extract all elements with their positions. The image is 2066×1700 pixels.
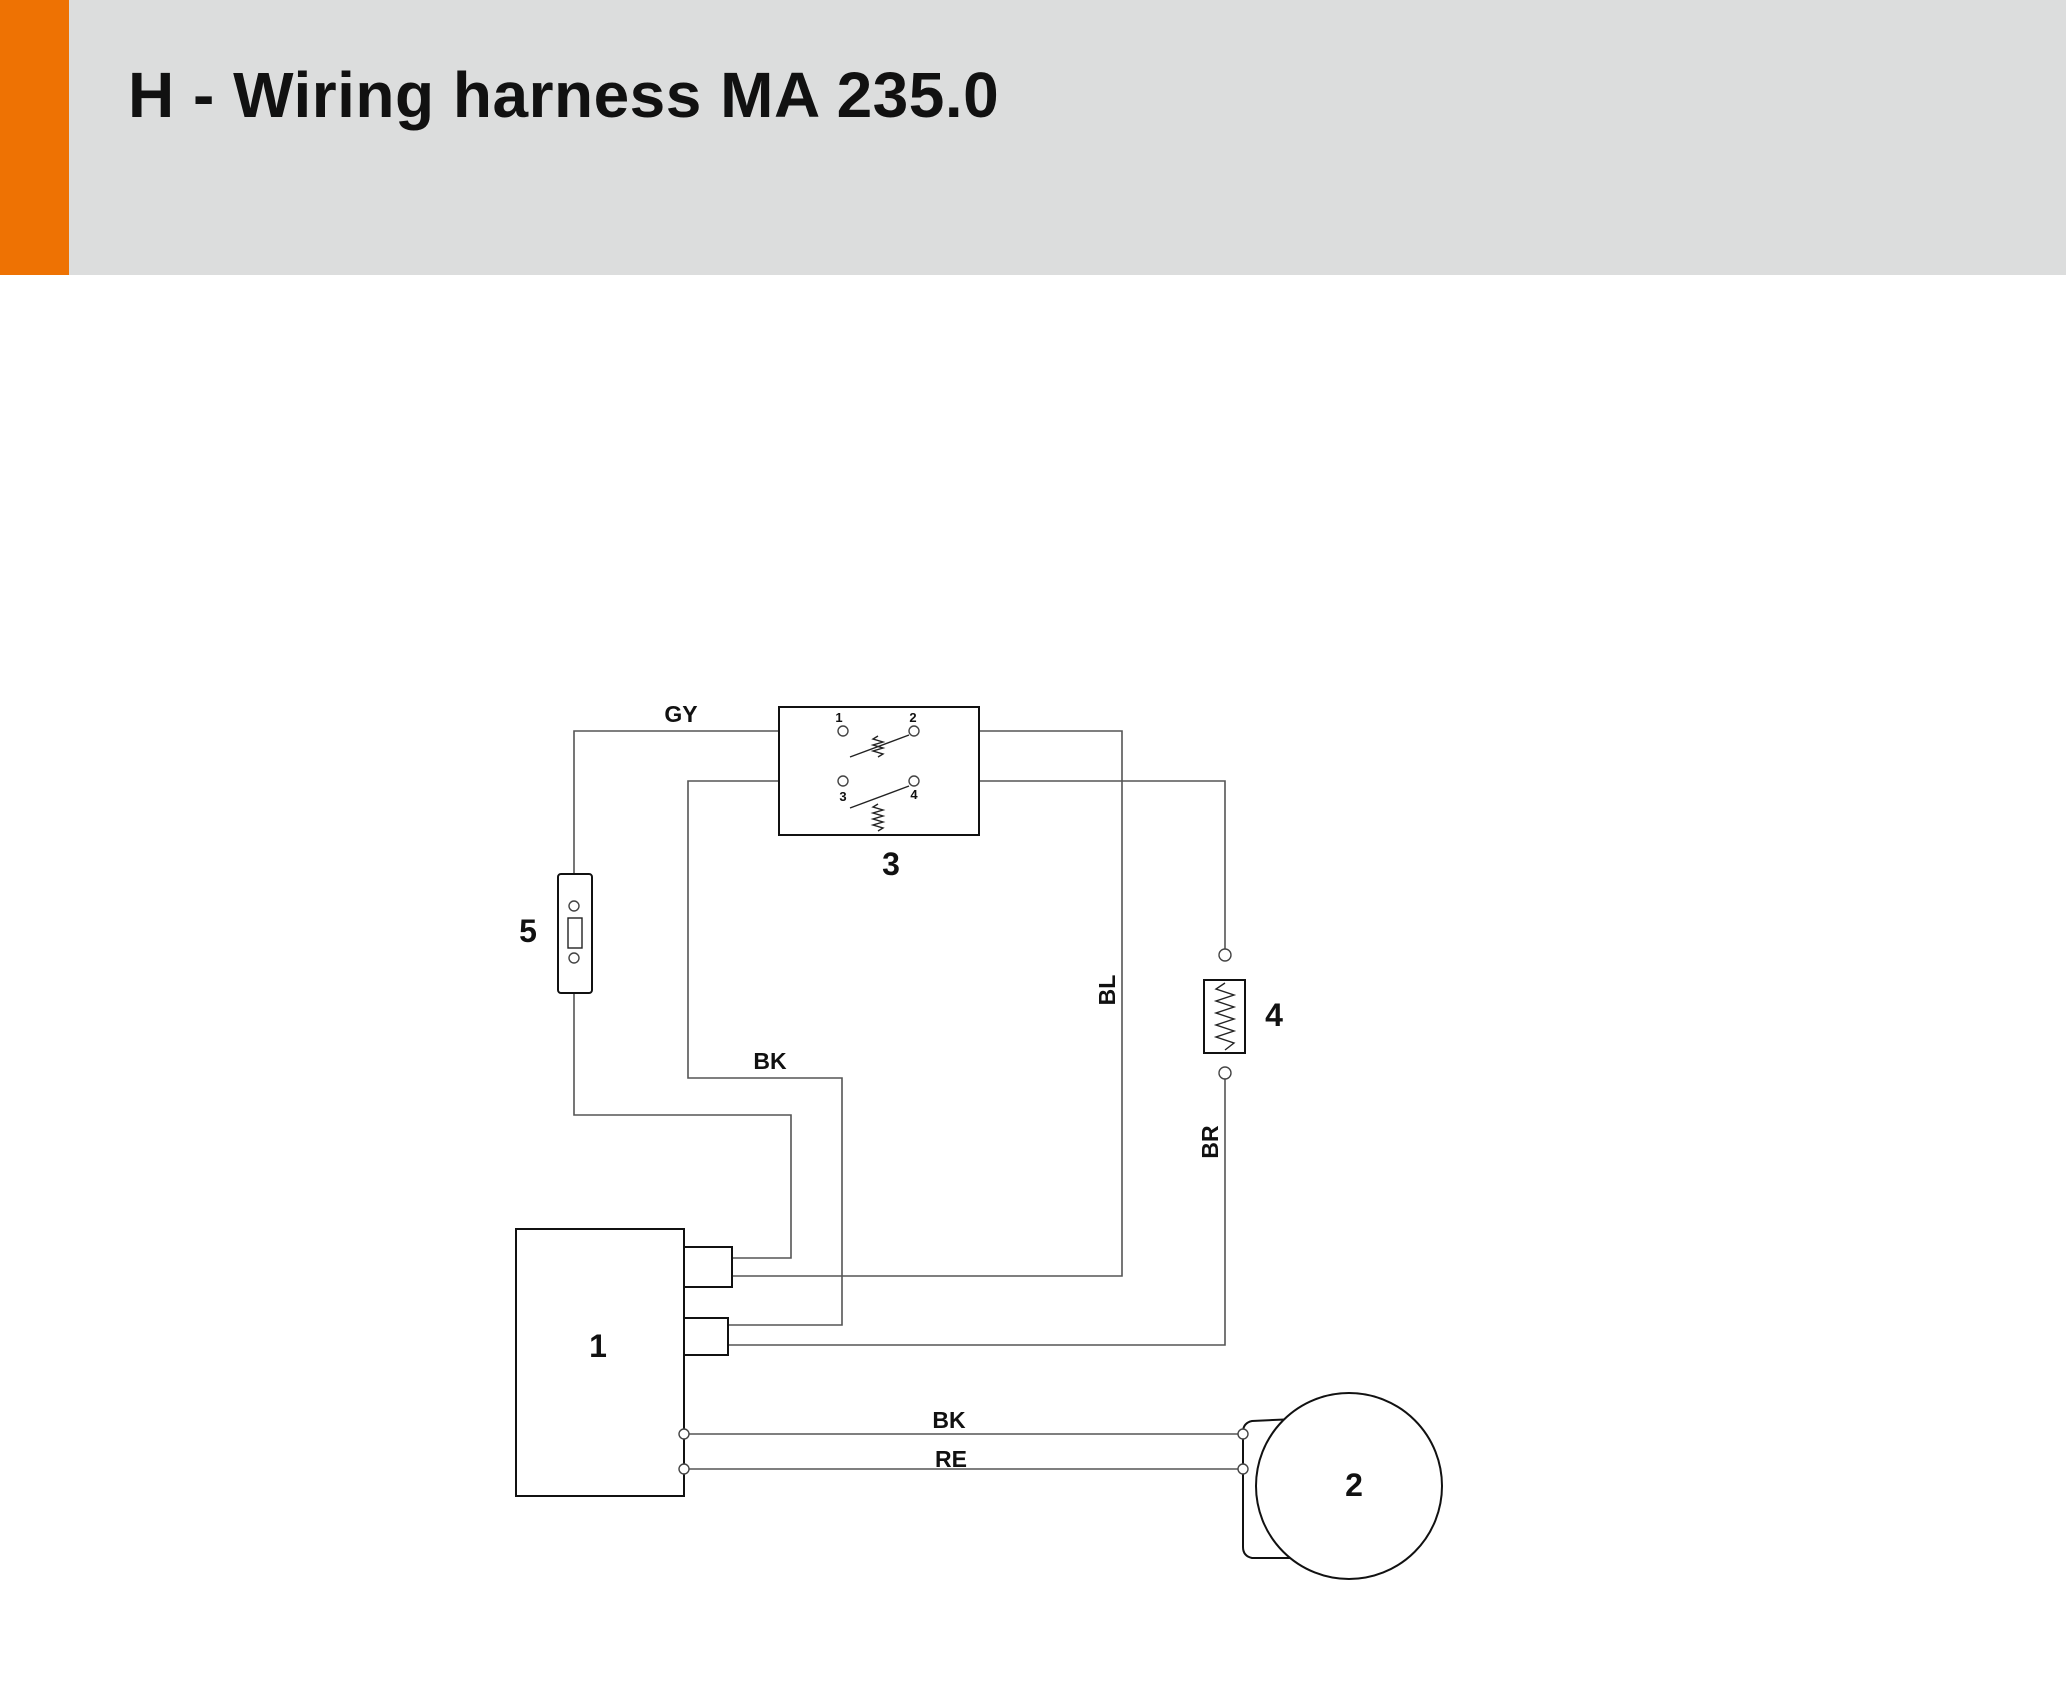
wire-br <box>728 1073 1226 1346</box>
wire-gy <box>573 730 843 1259</box>
wire-label-bk-switch: BK <box>753 1048 787 1074</box>
heater-component <box>1203 948 1246 1080</box>
wire-label-br: BR <box>1197 1125 1223 1159</box>
wire-label-gy: GY <box>664 701 697 727</box>
wire-bl <box>732 730 1123 1277</box>
switch-pin-3: 3 <box>839 789 846 804</box>
wire-label-re-motor: RE <box>935 1446 967 1472</box>
component-label-4: 4 <box>1265 997 1283 1033</box>
fuse-component <box>557 873 593 994</box>
switch-pin-1: 1 <box>835 710 842 725</box>
header-band: H - Wiring harness MA 235.0 <box>0 0 2066 275</box>
wire-bk-switch <box>687 780 843 1326</box>
switch-pin-4: 4 <box>910 787 918 802</box>
switch-pin-2: 2 <box>909 710 916 725</box>
switch-component: 1 2 3 4 <box>778 706 980 836</box>
component-label-1: 1 <box>589 1328 607 1364</box>
wire-label-bk-motor: BK <box>932 1407 966 1433</box>
control-unit-component <box>515 1228 733 1497</box>
component-label-2: 2 <box>1345 1467 1363 1503</box>
wire-switch-heater <box>914 780 1226 955</box>
page-title: H - Wiring harness MA 235.0 <box>128 59 1000 131</box>
accent-bar <box>0 0 69 275</box>
wire-label-bl: BL <box>1094 975 1120 1006</box>
component-label-3: 3 <box>882 846 900 882</box>
component-label-5: 5 <box>519 913 537 949</box>
motor-component <box>1237 1392 1443 1580</box>
